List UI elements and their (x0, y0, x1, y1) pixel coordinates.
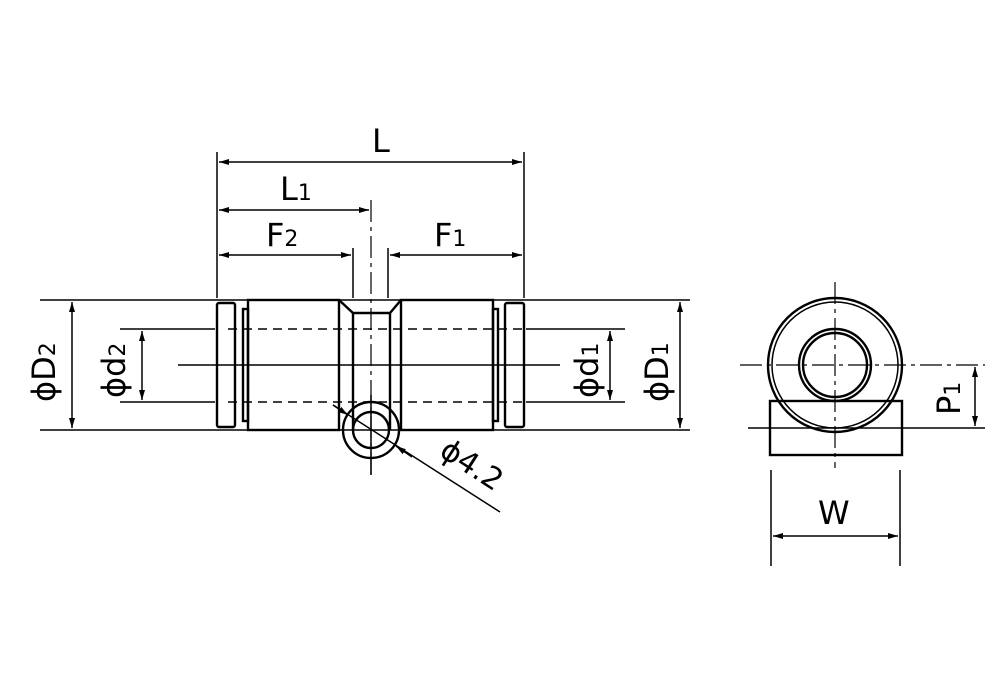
label-F2: F2 (266, 216, 298, 254)
label-L1: L1 (280, 170, 312, 208)
label-W: W (818, 494, 850, 532)
neck (338, 299, 402, 315)
left-body (246, 298, 341, 432)
label-F1: F1 (434, 216, 466, 254)
label-D2: ϕD2 (25, 342, 63, 402)
right-release-collar (503, 301, 526, 429)
right-ring (491, 307, 500, 423)
port-diameter-label: ϕ4.2 (434, 432, 510, 498)
label-d2: ϕd2 (95, 343, 133, 398)
label-L: L (372, 122, 390, 160)
label-P1: P1 (930, 382, 968, 415)
left-release-collar (215, 301, 237, 429)
label-d1: ϕd1 (568, 343, 606, 398)
port-leader (332, 404, 501, 513)
label-D1: ϕD1 (638, 342, 676, 402)
side-view (740, 282, 985, 468)
